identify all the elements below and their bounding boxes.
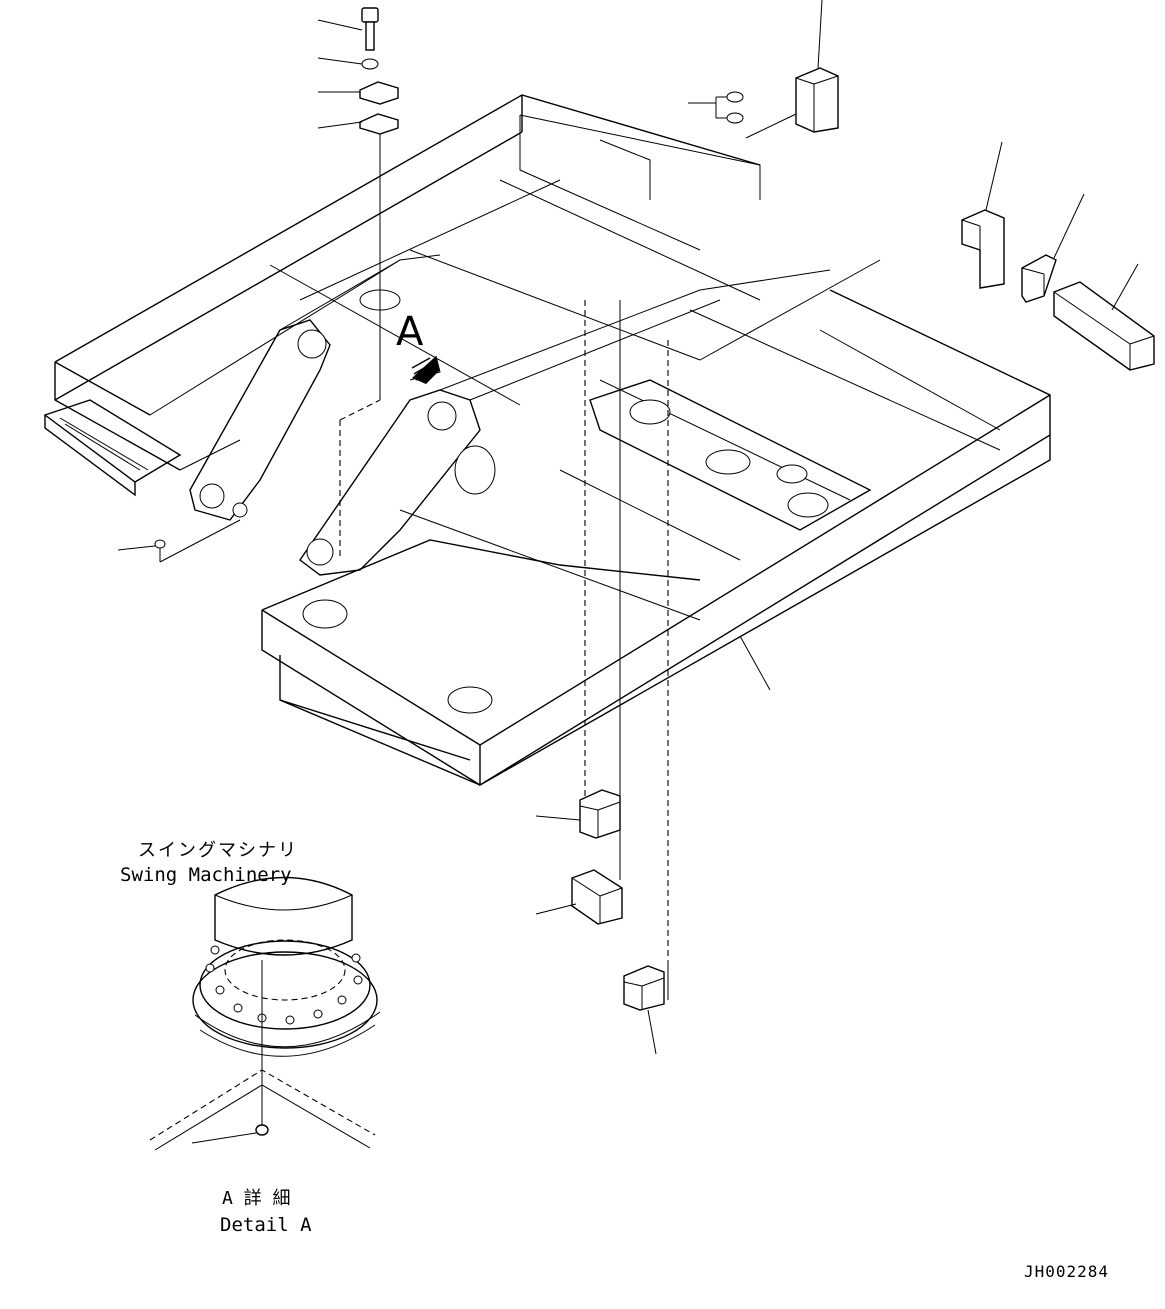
revolving-frame bbox=[54, 94, 1051, 787]
bolt-stack bbox=[317, 7, 399, 400]
cushion-block-3 bbox=[1021, 193, 1085, 303]
cushion-block-7 bbox=[623, 965, 665, 1055]
swing-machinery-label-en: Swing Machinery bbox=[120, 864, 292, 886]
drawing-number: JH002284 bbox=[1024, 1262, 1110, 1281]
cushion-block-1 bbox=[745, 0, 839, 139]
washer-stack-right bbox=[688, 91, 744, 124]
swing-machinery-label-jp: スイングマシナリ bbox=[138, 840, 298, 861]
swing-machinery bbox=[149, 876, 381, 1151]
cushion-block-6 bbox=[535, 869, 623, 925]
plug-left bbox=[117, 519, 241, 563]
detail-a-label-en: Detail A bbox=[220, 1214, 312, 1236]
detail-a-label-jp: A 詳 細 bbox=[222, 1188, 291, 1209]
cushion-block-2 bbox=[961, 141, 1005, 289]
boom-bracket-left bbox=[189, 254, 441, 521]
view-letter-a: A bbox=[396, 309, 424, 355]
center-deck-plate bbox=[589, 379, 872, 531]
step-plate bbox=[43, 399, 182, 497]
cushion-block-5 bbox=[535, 789, 621, 839]
boom-bracket-right bbox=[299, 269, 831, 576]
assembly-leader-lines bbox=[339, 300, 771, 1000]
cushion-block-4 bbox=[1053, 263, 1155, 371]
view-direction-arrow-icon bbox=[409, 355, 441, 384]
